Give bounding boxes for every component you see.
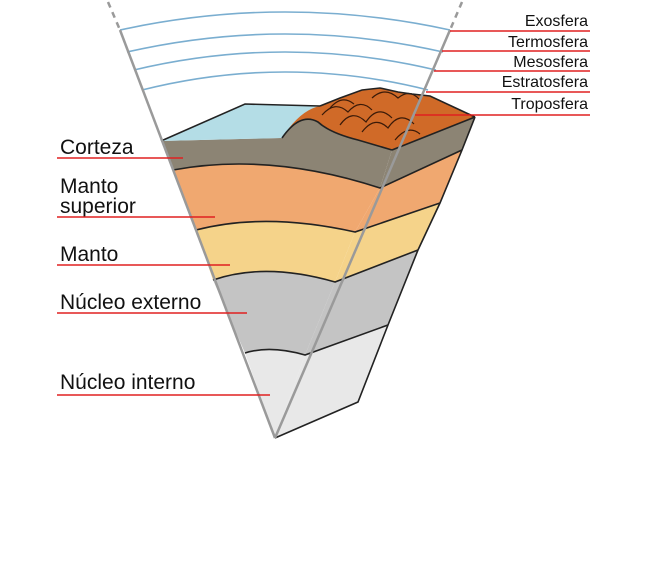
layer-upper-mantle-front — [173, 164, 380, 232]
layer-crust-side — [380, 117, 475, 188]
label-inner-core: Núcleo interno — [60, 371, 195, 394]
mountain-range — [282, 88, 475, 150]
earth-labels: Corteza Manto superior Manto Núcleo exte… — [60, 136, 201, 394]
layer-mantle-side — [335, 203, 440, 282]
ocean-surface — [161, 104, 320, 141]
layer-mantle-front — [196, 221, 355, 282]
label-outer-core: Núcleo externo — [60, 291, 201, 314]
layer-outer-core-front — [213, 271, 335, 355]
mountain-ridges — [321, 91, 421, 141]
label-troposphere: Troposfera — [511, 96, 588, 113]
label-upper-mantle-line2: superior — [60, 195, 136, 218]
label-crust: Corteza — [60, 136, 134, 159]
atmosphere-leader-lines — [415, 30, 590, 116]
layer-inner-core-side — [275, 325, 388, 438]
atmosphere-arcs — [119, 11, 451, 91]
wedge-outline-dashed — [106, 1, 464, 31]
side-face — [275, 117, 475, 438]
atmosphere-labels: Exosfera Termosfera Mesosfera Estratosfe… — [502, 13, 588, 113]
label-stratosphere: Estratosfera — [502, 74, 588, 91]
earth-leader-lines — [57, 157, 270, 396]
layer-crust-front — [161, 119, 392, 188]
wedge-outline — [118, 29, 452, 439]
front-face — [161, 119, 392, 438]
label-exosphere: Exosfera — [525, 13, 588, 30]
layer-upper-mantle-side — [355, 150, 462, 232]
label-mesosphere: Mesosfera — [513, 54, 588, 71]
label-thermosphere: Termosfera — [508, 34, 588, 51]
layer-boundaries — [160, 87, 476, 439]
layer-inner-core-front — [245, 349, 305, 438]
label-upper-mantle-line1: Manto — [60, 175, 118, 198]
layer-outer-core-side — [305, 250, 418, 355]
label-mantle: Manto — [60, 243, 118, 266]
